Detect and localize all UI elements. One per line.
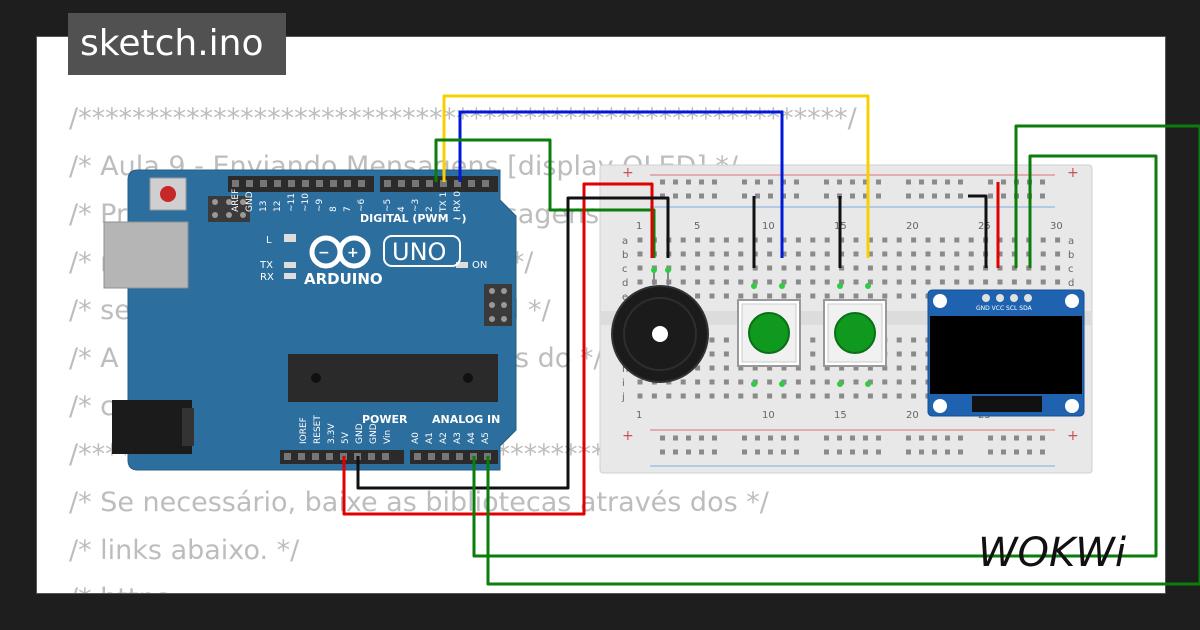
row-letter: d [1068, 278, 1074, 289]
file-tab-sketch[interactable]: sketch.ino [68, 13, 286, 75]
icsp-header [208, 196, 512, 326]
digital-pin-label: GND [245, 191, 255, 212]
push-button-2[interactable] [823, 299, 887, 367]
analog-pin-label: A2 [439, 432, 449, 444]
digital-pin-label: ~9 [315, 198, 325, 212]
wokwi-watermark: WOKWi [978, 530, 1126, 576]
oled-pin-labels: GND VCC SCL SDA [976, 305, 1033, 312]
led-rx-label: RX [260, 272, 274, 283]
push-button-1[interactable] [737, 299, 801, 367]
row-letter: c [1068, 264, 1074, 275]
svg-text:−: − [318, 245, 330, 261]
wire-blue [458, 110, 784, 258]
digital-label: DIGITAL (PWM ~) [360, 212, 467, 225]
plus-sign: + [622, 165, 634, 181]
power-pin-label: GND [369, 423, 379, 444]
code-line: /***************************************… [69, 103, 857, 134]
plus-sign: + [1067, 165, 1079, 181]
code-line: /* https: [69, 575, 857, 593]
wires [342, 94, 1200, 586]
wire-black-oled [968, 194, 988, 268]
led-l-label: L [266, 235, 272, 246]
digital-header-right[interactable] [380, 176, 498, 192]
row-letter: e [622, 292, 628, 303]
row-letter: c [622, 264, 628, 275]
pin-highlights [651, 267, 871, 387]
power-jack [112, 400, 192, 454]
col-number: 25 [978, 221, 991, 232]
digital-pin-label: ~6 [357, 198, 367, 212]
digital-pin-label: AREF [231, 189, 241, 212]
col-number: 5 [694, 221, 700, 232]
digital-pin-label: RX 0 [453, 191, 463, 212]
analog-pin-label: A5 [481, 432, 491, 444]
led-tx-label: TX [259, 260, 273, 271]
wire-green-scl [486, 124, 1200, 586]
digital-pin-label: 8 [329, 206, 339, 212]
wire-green-sda [472, 154, 1158, 558]
col-number: 20 [906, 221, 919, 232]
row-letter: a [1068, 236, 1074, 247]
col-number: 30 [1050, 221, 1063, 232]
wire-black-gnd [356, 196, 670, 490]
digital-pin-label: 4 [397, 206, 407, 212]
digital-pin-label: ~11 [287, 193, 297, 212]
row-letter: h [622, 364, 628, 375]
digital-pin-label: 2 [425, 206, 435, 212]
power-pin-label: GND [355, 423, 365, 444]
arduino-logo: − + [309, 235, 371, 269]
reset-button-cap[interactable] [160, 186, 176, 202]
led-on-label: ON [472, 260, 487, 271]
svg-text:+: + [347, 245, 359, 261]
power-pin-label: Vin [383, 430, 393, 444]
digital-pin-label: ~3 [411, 199, 421, 212]
col-number: 10 [762, 410, 775, 421]
piezo-buzzer[interactable] [611, 272, 709, 383]
row-letter: i [622, 378, 625, 389]
wire-green-d4 [434, 138, 656, 258]
power-pin-label: 3.3V [327, 423, 337, 444]
power-pin-label: RESET [313, 415, 323, 444]
analog-pin-label: A3 [453, 432, 463, 444]
row-letter: b [1068, 250, 1074, 261]
digital-pin-label: ~10 [301, 193, 311, 212]
digital-pin-label: 7 [343, 206, 353, 212]
row-letter: d [622, 278, 628, 289]
power-pin-label: IOREF [299, 417, 309, 444]
analog-pin-label: A1 [425, 432, 435, 444]
digital-pin-label: 12 [273, 201, 283, 212]
digital-pin-label: TX 1 [439, 192, 449, 213]
analog-pin-label: A0 [411, 432, 421, 444]
wire-red-5v [342, 182, 654, 516]
col-number: 1 [636, 410, 642, 421]
analog-pin-label: A4 [467, 432, 477, 444]
code-line: /* links abaixo. */ [69, 535, 300, 566]
plus-sign: + [1067, 428, 1079, 444]
plus-sign: + [622, 428, 634, 444]
col-number: 20 [906, 410, 919, 421]
row-letter: a [622, 236, 628, 247]
row-letter: b [622, 250, 628, 261]
row-letter: j [621, 392, 625, 403]
col-number: 10 [762, 221, 775, 232]
power-pin-label: 5V [341, 431, 351, 444]
digital-pin-label: ~5 [383, 199, 393, 212]
oled-screen [930, 316, 1082, 394]
analog-label: ANALOG IN [432, 413, 500, 426]
col-number: 1 [636, 221, 642, 232]
usb-port [103, 221, 189, 289]
board-model: UNO [392, 238, 446, 266]
arduino-logo-text: ARDUINO [304, 270, 383, 288]
digital-pin-label: 13 [259, 201, 269, 212]
power-label: POWER [362, 413, 408, 426]
col-number: 15 [834, 410, 847, 421]
oled-display[interactable]: GND VCC SCL SDA [927, 289, 1085, 417]
bottom-pin-labels: IOREF RESET 3.3V 5V GND GND Vin A0 A1 A2 A3 A4 A5 [299, 415, 491, 444]
